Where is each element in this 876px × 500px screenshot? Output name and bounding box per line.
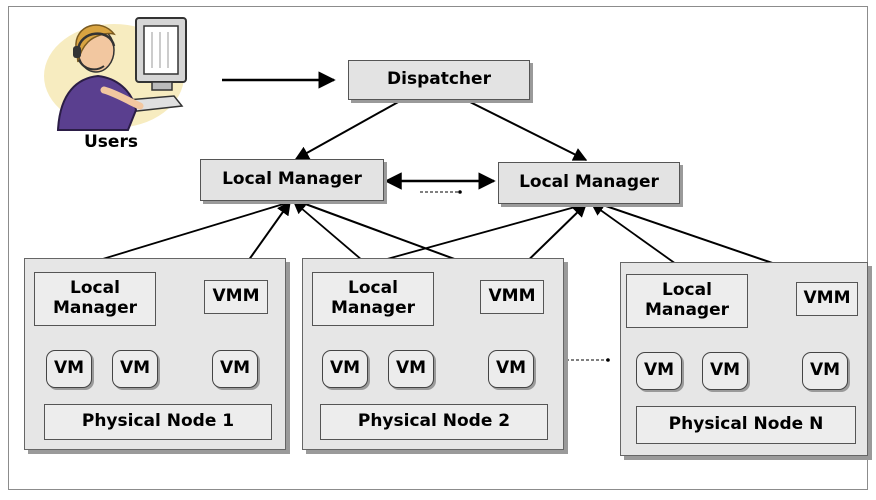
node-1-vm-1: VM (46, 350, 92, 388)
node-1-local-manager-label: Local Manager (52, 278, 138, 318)
dispatcher-to-lm2-arrow (467, 100, 588, 161)
node-1-vmm-label: VMM (212, 286, 260, 307)
node-2-vm-3-label: VM (495, 358, 527, 379)
local-manager-box-1: Local Manager (200, 159, 384, 201)
node-1-vm-2: VM (112, 350, 158, 388)
node-2-vm-2-label: VM (395, 358, 427, 379)
lm-dots-end-1 (458, 190, 462, 194)
node-1-vmm: VMM (204, 280, 268, 314)
node-2-vmm-label: VMM (488, 286, 536, 307)
users-label: Users (84, 132, 138, 152)
node-n-title: Physical Node N (636, 406, 856, 444)
node-2-title: Physical Node 2 (320, 404, 548, 440)
node-2-local-manager-label: Local Manager (330, 278, 416, 318)
node-n-vmm-label: VMM (803, 288, 851, 309)
node-2-vm-3: VM (488, 350, 534, 388)
node-1-vm-3: VM (212, 350, 258, 388)
dispatcher-box: Dispatcher (348, 60, 530, 100)
node-n-vm-1: VM (636, 352, 682, 390)
node-1-vm-2-label: VM (119, 358, 151, 379)
node-2-vm-2: VM (388, 350, 434, 388)
dispatcher-label: Dispatcher (387, 69, 491, 90)
nodes-dots-end (606, 358, 610, 362)
local-manager-box-2: Local Manager (498, 162, 680, 204)
node-1-vm-1-label: VM (53, 358, 85, 379)
local-manager-label-2: Local Manager (519, 172, 659, 193)
node-n-local-manager: Local Manager (626, 274, 748, 328)
node-n-vm-2: VM (702, 352, 748, 390)
node-n-vm-3: VM (802, 352, 848, 390)
local-manager-label-1: Local Manager (222, 169, 362, 190)
node-2-local-manager: Local Manager (312, 272, 434, 326)
node-n-vmm: VMM (796, 282, 858, 316)
node-n-vm-2-label: VM (709, 360, 741, 381)
user-illustration-icon (44, 17, 187, 131)
node-n-title-label: Physical Node N (668, 414, 824, 435)
node-1-title-label: Physical Node 1 (81, 411, 235, 432)
node-2-title-label: Physical Node 2 (357, 411, 511, 432)
node-1-title: Physical Node 1 (44, 404, 272, 440)
node-2-vm-1-label: VM (329, 358, 361, 379)
dispatcher-to-lm1-arrow (294, 100, 401, 160)
node-n-local-manager-label: Local Manager (644, 280, 730, 320)
node-n-vm-1-label: VM (643, 360, 675, 381)
node-1-vm-3-label: VM (219, 358, 251, 379)
node-2-vm-1: VM (322, 350, 368, 388)
node-n-vm-3-label: VM (809, 360, 841, 381)
node-2-vmm: VMM (480, 280, 544, 314)
node-1-local-manager: Local Manager (34, 272, 156, 326)
